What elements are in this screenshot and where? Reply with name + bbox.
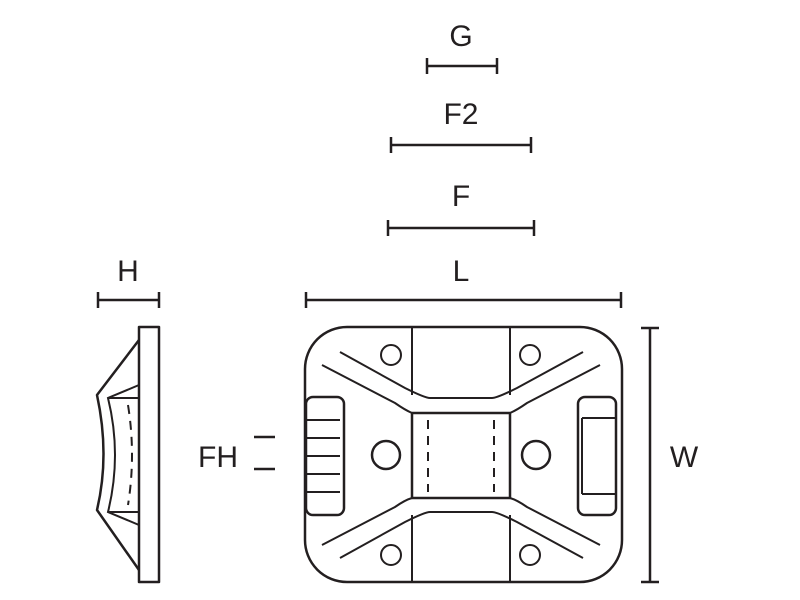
side-view-base-plate bbox=[137, 325, 161, 584]
dimension-w: W bbox=[641, 326, 699, 584]
top-view-ramp-bottom-inner bbox=[339, 511, 584, 559]
dimension-w-label: W bbox=[670, 441, 699, 474]
dimension-g-label: G bbox=[449, 20, 472, 53]
side-view-inner-profile bbox=[106, 384, 140, 526]
side-view bbox=[95, 325, 161, 584]
top-view-outer-body bbox=[303, 325, 624, 584]
dimension-g: G bbox=[425, 20, 499, 74]
dimension-f2: F2 bbox=[389, 98, 533, 153]
dimension-f: F bbox=[386, 180, 536, 236]
dimension-l: L bbox=[304, 255, 623, 308]
dimension-h-label: H bbox=[117, 255, 139, 288]
top-view-hole-top-left bbox=[380, 344, 402, 366]
top-view-ramp-top-inner bbox=[339, 351, 584, 399]
dimension-fh: FH bbox=[198, 435, 275, 474]
top-view-screw-hole-left bbox=[370, 439, 402, 471]
top-view-center-square bbox=[410, 411, 512, 500]
top-view-hole-bottom-left bbox=[380, 544, 402, 566]
top-view-screw-hole-right bbox=[520, 439, 552, 471]
dimension-fh-label: FH bbox=[198, 441, 238, 474]
dimension-f2-label: F2 bbox=[443, 98, 478, 131]
top-view-hole-top-right bbox=[519, 344, 541, 366]
dimension-h: H bbox=[96, 255, 161, 308]
side-view-hidden-channel-left bbox=[127, 404, 133, 506]
top-view bbox=[303, 325, 624, 584]
top-view-ramp-tl-outer bbox=[321, 364, 413, 414]
top-view-ramp-tr-outer bbox=[509, 364, 601, 414]
side-view-outer-profile bbox=[95, 339, 141, 571]
top-view-hole-bottom-right bbox=[519, 544, 541, 566]
dimension-f-label: F bbox=[452, 180, 470, 213]
top-view-right-tie-slot bbox=[576, 395, 618, 517]
top-view-ramp-br-outer bbox=[509, 497, 601, 546]
top-view-center-hidden-lines bbox=[427, 420, 495, 492]
top-view-ramp-bl-outer bbox=[321, 497, 413, 546]
dimension-l-label: L bbox=[453, 255, 470, 288]
